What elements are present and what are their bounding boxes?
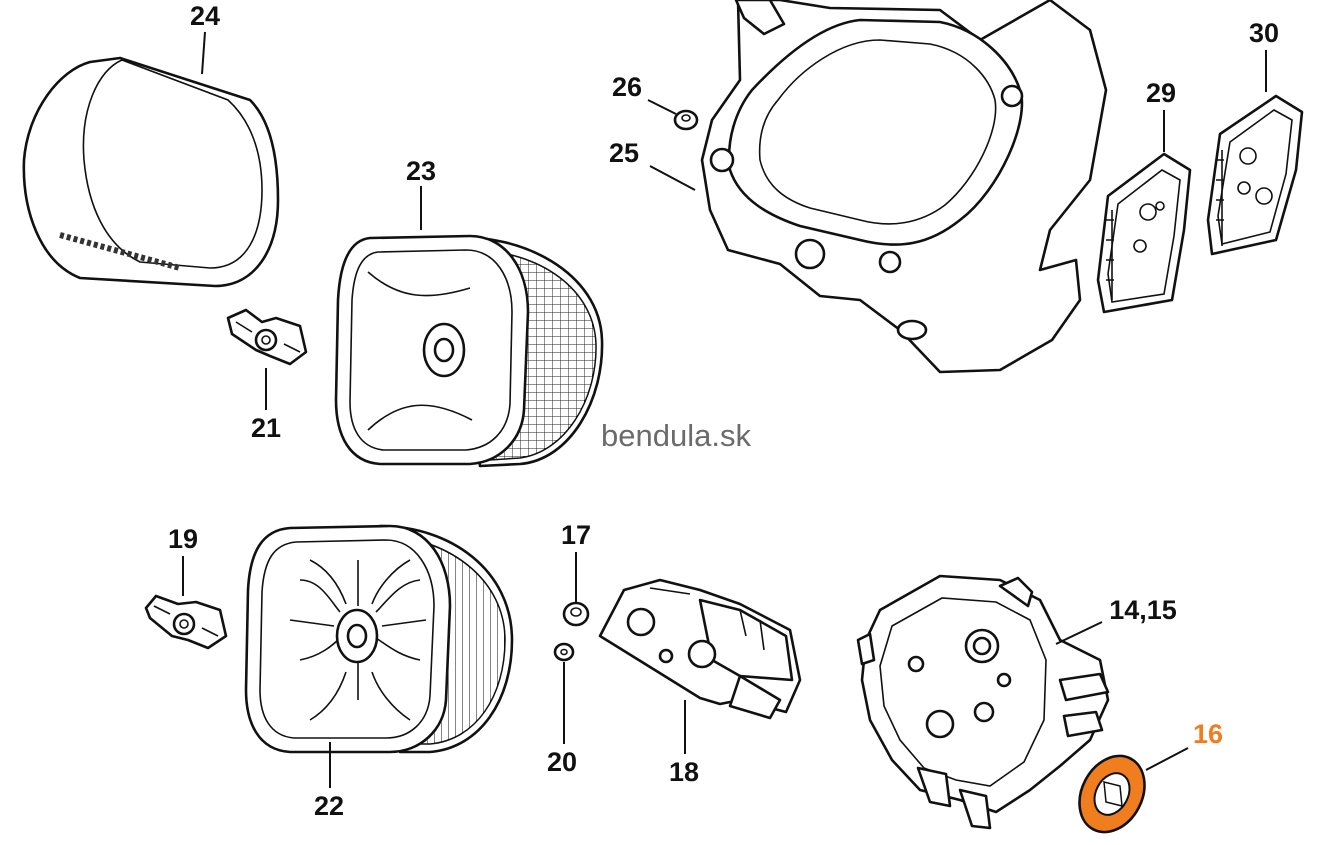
leader-lines (182, 31, 1267, 788)
label-14-15: 14,15 (1109, 595, 1177, 625)
part-17-nut[interactable] (562, 601, 590, 627)
label-17: 17 (561, 520, 591, 550)
part-19-wing-nut[interactable] (144, 594, 228, 650)
part-21-wing-nut[interactable] (226, 308, 308, 366)
label-21: 21 (251, 413, 281, 443)
label-20: 20 (547, 747, 577, 777)
part-29-filter-plate[interactable] (1096, 152, 1192, 314)
label-29: 29 (1146, 78, 1176, 108)
watermark-text: bendula.sk (601, 418, 751, 453)
label-23: 23 (406, 156, 436, 186)
label-24: 24 (190, 1, 220, 31)
label-18: 18 (669, 757, 699, 787)
vane-pattern (289, 559, 427, 721)
label-19: 19 (168, 524, 198, 554)
label-30: 30 (1249, 18, 1279, 48)
part-20-washer[interactable] (553, 642, 575, 662)
part-30-filter-plate[interactable] (1206, 94, 1304, 256)
part-16-gasket[interactable] (1067, 745, 1158, 844)
label-25: 25 (609, 138, 639, 168)
part-14-15-filter-base[interactable] (856, 574, 1110, 830)
part-labels: 24 23 21 26 25 29 30 19 22 17 20 18 14,1… (168, 1, 1279, 821)
part-26-grommet[interactable] (673, 109, 699, 131)
part-22-air-filter[interactable] (244, 524, 514, 754)
part-24-filter-sleeve[interactable] (22, 56, 280, 288)
label-26: 26 (612, 72, 642, 102)
part-18-baffle[interactable] (598, 578, 802, 720)
part-23-air-filter[interactable] (334, 234, 604, 468)
part-25-shroud[interactable] (700, 0, 1108, 374)
label-16: 16 (1193, 719, 1223, 749)
label-22: 22 (314, 791, 344, 821)
